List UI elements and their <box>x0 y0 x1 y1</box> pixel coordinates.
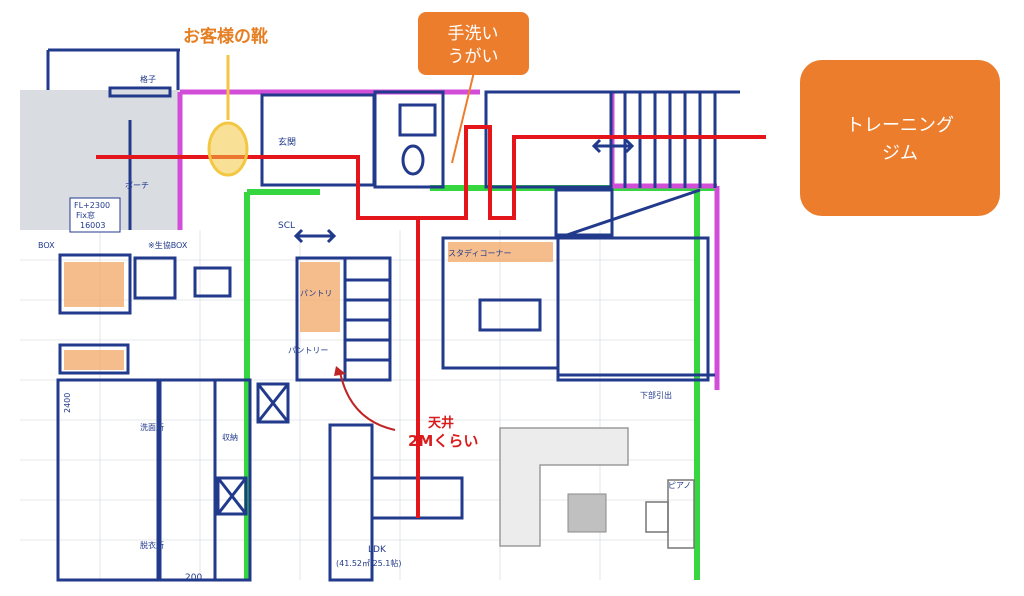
handwash-line2: うがい <box>448 47 499 67</box>
piano-bench <box>645 501 669 533</box>
orange-highlights <box>64 242 553 370</box>
label-fix: Fix窓 <box>76 210 95 220</box>
label-ldk: LDK <box>368 545 387 555</box>
label-dressing: 脱衣所 <box>140 540 164 550</box>
label-fl: FL+2300 <box>74 201 110 210</box>
label-pantry2: パントリー <box>288 346 328 355</box>
ceiling-arrow <box>339 371 396 431</box>
training-gym-callout <box>800 60 1000 216</box>
label-porch: ポーチ <box>125 181 149 190</box>
label-dim-2400: 2400 <box>63 393 72 413</box>
label-ldk-area: (41.52㎡ 25.1帖) <box>336 558 402 568</box>
label-lower-drawer: 下部引出 <box>640 390 672 400</box>
double-arrow-toilet <box>591 138 635 154</box>
ceiling-arrow-head <box>334 366 346 376</box>
label-lattice: 格子 <box>140 74 156 84</box>
piano <box>667 479 695 549</box>
label-entrance: 玄関 <box>278 136 296 148</box>
label-dim-200: 200 <box>185 573 202 583</box>
handwash-pointer <box>451 71 475 164</box>
ceiling-note-line2: 2Mくらい <box>408 432 478 450</box>
label-studio-corner: スタディコーナー <box>448 248 511 258</box>
coffee-table <box>567 493 607 533</box>
label-washroom: 洗面所 <box>140 422 164 432</box>
label-piano: ピアノ <box>668 481 691 490</box>
training-gym-line2: ジム <box>882 143 918 164</box>
guest-shoes-marker <box>207 121 249 177</box>
label-scl: SCL <box>278 221 295 231</box>
label-coop-box: ※生協BOX <box>148 240 188 250</box>
window-box <box>69 197 121 233</box>
blue-plan-lines <box>46 48 740 582</box>
red-route-line <box>96 125 766 518</box>
label-window-code: 16003 <box>80 221 105 230</box>
handwash-callout <box>418 12 529 75</box>
label-pantry1: パントリ <box>300 289 332 298</box>
training-gym-line1: トレーニング <box>846 115 954 136</box>
handwash-line1: 手洗い <box>448 24 499 44</box>
sofa <box>499 427 629 547</box>
ceiling-note-line1: 天井 <box>428 415 454 431</box>
guest-shoes-label: お客様の靴 <box>183 26 268 47</box>
label-storage: 収納 <box>222 432 238 442</box>
double-arrow-scl <box>293 228 337 244</box>
label-box: BOX <box>38 241 55 250</box>
